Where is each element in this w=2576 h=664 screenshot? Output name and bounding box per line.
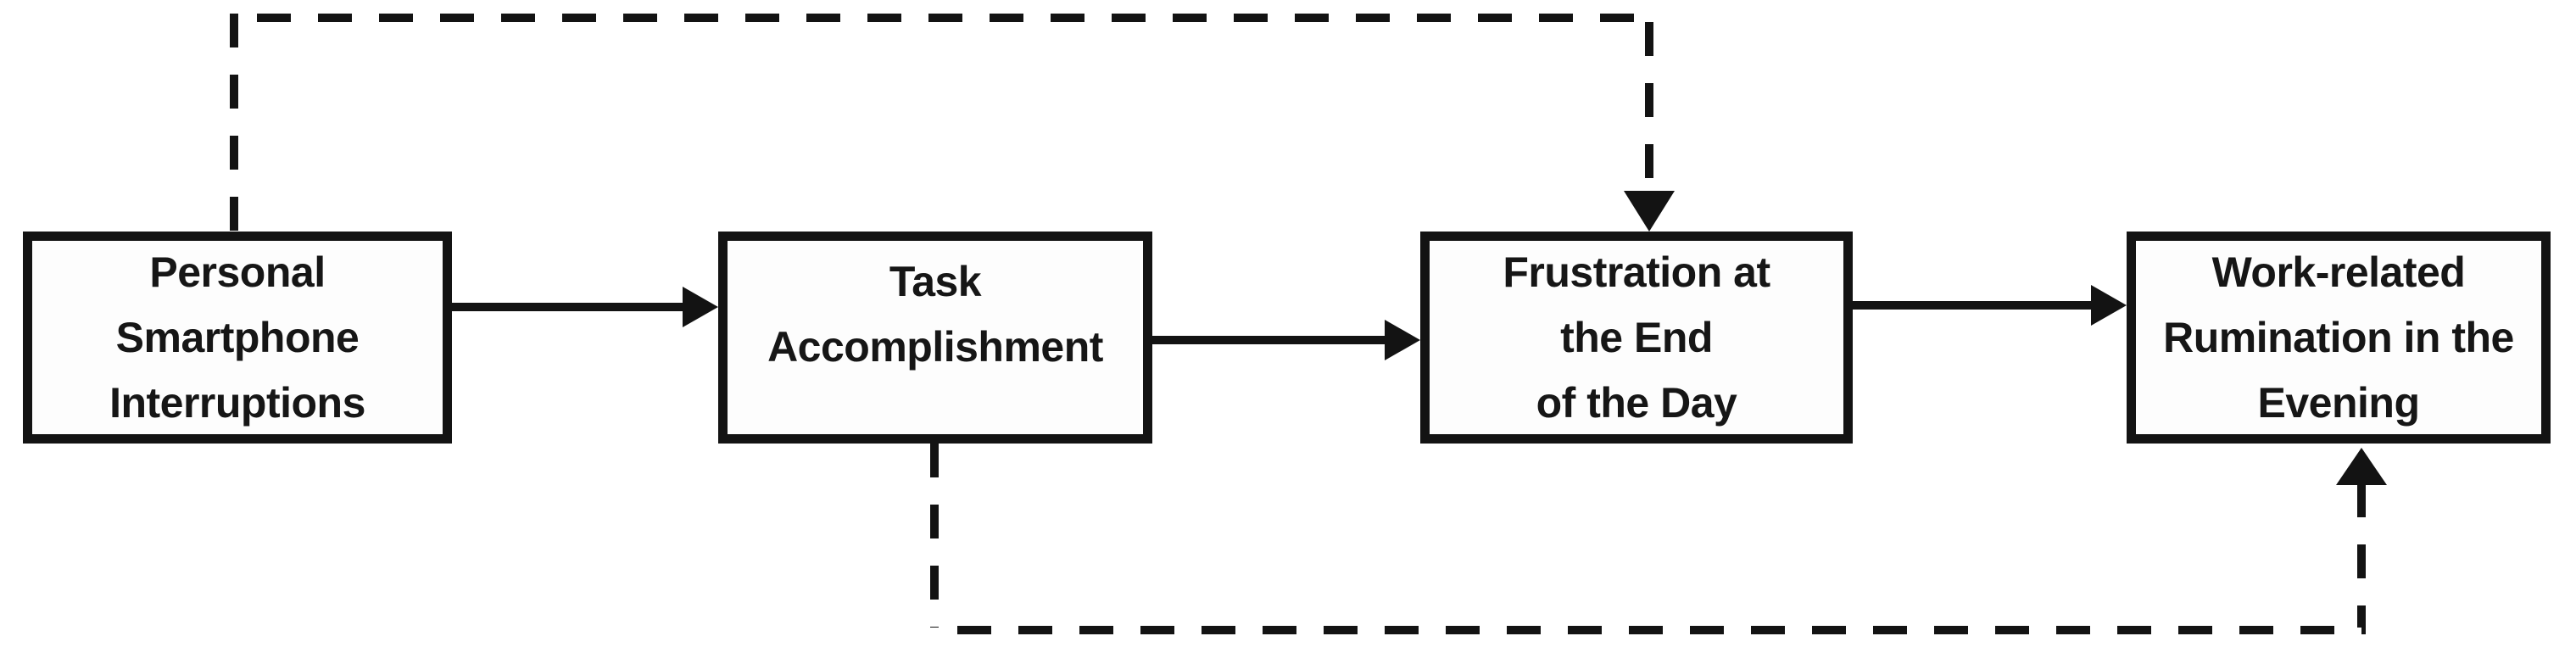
dashed-path-interruptions-to-frustration-horizontal: [230, 14, 1653, 22]
arrowhead-up-icon: [2336, 448, 2387, 485]
solid-arrow-interruptions-to-accomplishment-line: [452, 303, 691, 311]
arrowhead-right-icon: [2091, 285, 2127, 326]
dashed-path-accomplishment-to-rumination-vertical-right: [2357, 483, 2366, 628]
node-work-related-rumination: Work-related Rumination in the Evening: [2127, 232, 2551, 444]
arrowhead-right-icon: [683, 287, 718, 327]
node-label: Task Accomplishment: [767, 258, 1103, 371]
arrowhead-down-icon: [1624, 191, 1675, 232]
dashed-path-accomplishment-to-rumination-horizontal: [930, 626, 2366, 634]
node-frustration-end-of-day: Frustration at the End of the Day: [1420, 232, 1853, 444]
solid-arrow-accomplishment-to-frustration-line: [1152, 336, 1393, 344]
node-task-accomplishment: Task Accomplishment: [718, 232, 1152, 444]
arrowhead-right-icon: [1385, 320, 1420, 360]
node-label: Personal Smartphone Interruptions: [109, 248, 365, 427]
node-label: Work-related Rumination in the Evening: [2163, 248, 2514, 427]
dashed-path-accomplishment-to-rumination-vertical-left: [930, 444, 939, 628]
node-personal-smartphone-interruptions: Personal Smartphone Interruptions: [23, 232, 452, 444]
dashed-path-interruptions-to-frustration-vertical-left: [230, 14, 238, 232]
node-label: Frustration at the End of the Day: [1503, 248, 1770, 427]
dashed-path-interruptions-to-frustration-vertical-right: [1645, 22, 1653, 193]
solid-arrow-frustration-to-rumination-line: [1853, 301, 2099, 310]
